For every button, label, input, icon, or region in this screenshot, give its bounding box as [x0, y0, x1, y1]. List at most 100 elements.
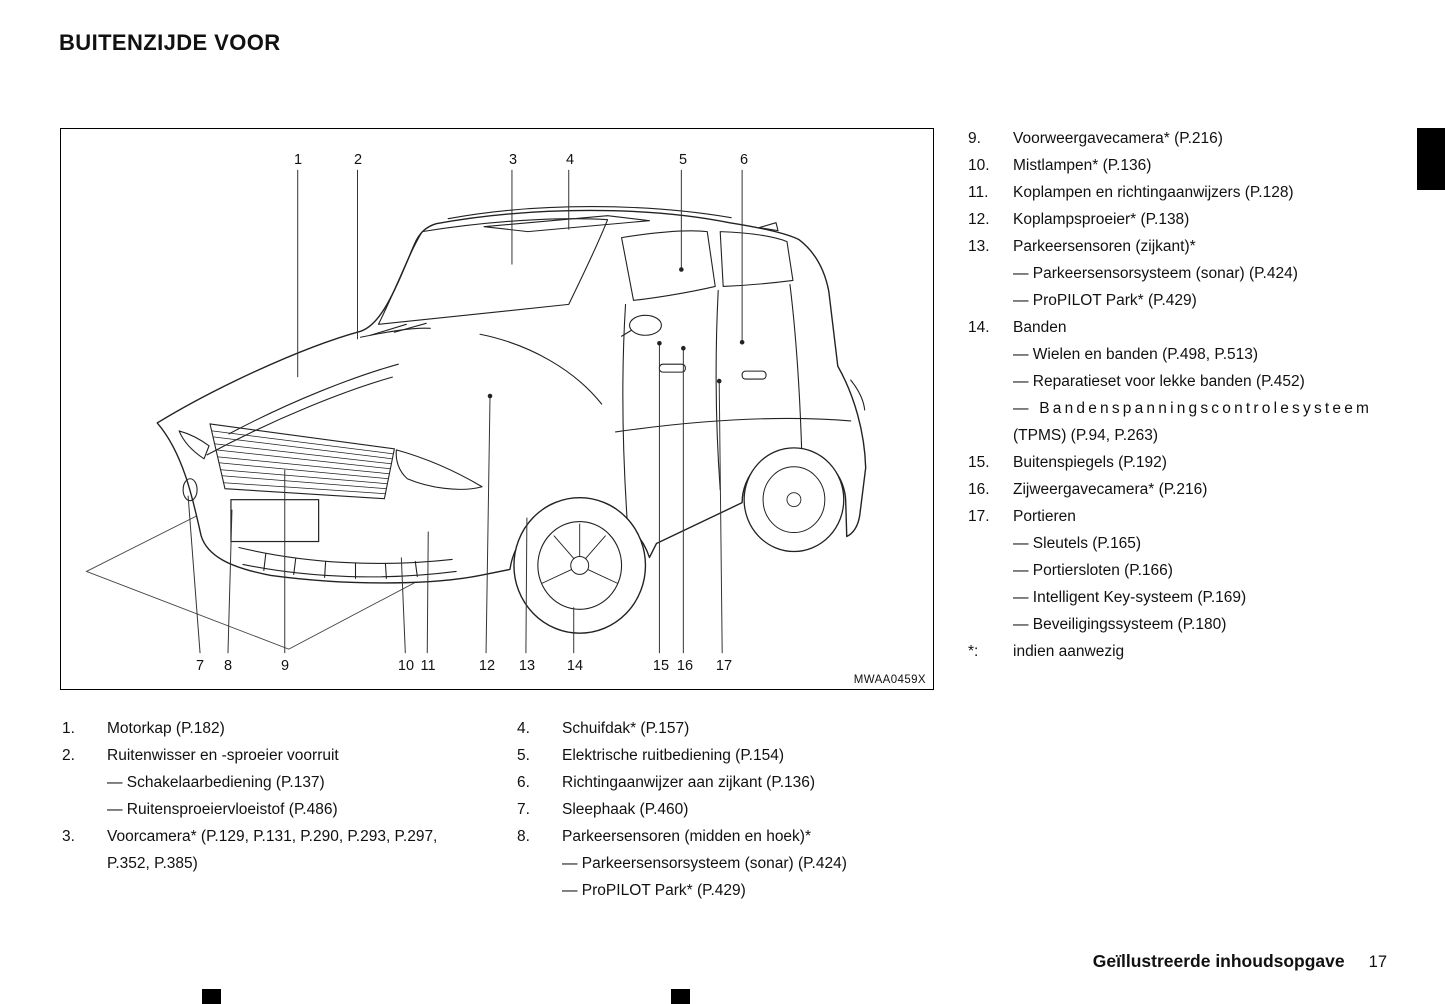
item-number: 10. [968, 157, 990, 174]
item-text: Banden [1013, 319, 1067, 336]
item-subtext: — Bandenspanningscontrolesysteem [1013, 400, 1373, 417]
legend-column-middle: 4. Schuifdak* (P.157) 5. Elektrische rui… [517, 715, 952, 904]
item-number: 11. [968, 184, 989, 201]
list-item: 2. Ruitenwisser en -sproeier voorruit — … [62, 742, 484, 823]
item-text: Sleephaak (P.460) [562, 801, 689, 818]
callout-14: 14 [566, 658, 584, 674]
item-text: Parkeersensoren (midden en hoek)* [562, 828, 811, 845]
rear-side-window [719, 231, 794, 287]
side-character-line [615, 417, 852, 433]
bumper-slats [263, 552, 418, 579]
item-subtext: — Reparatieset voor lekke banden (P.452) [1013, 373, 1305, 390]
callout-15: 15 [652, 658, 670, 674]
item-text: Koplampen en richtingaanwijzers (P.128) [1013, 184, 1294, 201]
exterior-front-figure: 1 2 3 4 5 6 7 8 9 10 11 12 13 14 15 16 1… [60, 128, 934, 690]
list-item: 5. Elektrische ruitbediening (P.154) [517, 742, 952, 769]
list-item: 9. Voorweergavecamera* (P.216) [968, 125, 1408, 152]
side-mirror [628, 314, 662, 336]
item-number: 5. [517, 747, 530, 764]
footnote-marker: *: [968, 643, 979, 660]
callout-10: 10 [397, 658, 415, 674]
list-item: 4. Schuifdak* (P.157) [517, 715, 952, 742]
list-item: 16. Zijweergavecamera* (P.216) [968, 476, 1408, 503]
list-item: 12. Koplampsproeier* (P.138) [968, 206, 1408, 233]
print-mark [202, 989, 221, 1004]
front-wheel [513, 496, 647, 634]
item-number: 16. [968, 481, 990, 498]
car-details [178, 206, 866, 579]
callout-8: 8 [223, 658, 233, 674]
item-number: 9. [968, 130, 981, 147]
page-footer: Geïllustreerde inhoudsopgave 17 [1093, 951, 1387, 972]
item-number: 6. [517, 774, 530, 791]
item-text: Buitenspiegels (P.192) [1013, 454, 1167, 471]
legend-column-left: 1. Motorkap (P.182) 2. Ruitenwisser en -… [62, 715, 484, 877]
callout-4: 4 [565, 152, 575, 168]
list-item: 13. Parkeersensoren (zijkant)* — Parkeer… [968, 233, 1408, 314]
car-body [156, 209, 867, 584]
item-number: 15. [968, 454, 990, 471]
car-illustration [85, 169, 867, 654]
headlight-right [395, 449, 483, 490]
footnote: *: indien aanwezig [968, 638, 1408, 665]
item-subtext: — ProPILOT Park* (P.429) [562, 882, 746, 899]
item-subtext: — Sleutels (P.165) [1013, 535, 1142, 552]
print-mark [671, 989, 690, 1004]
item-subtext: — Wielen en banden (P.498, P.513) [1013, 346, 1259, 363]
chapter-edge-tab [1417, 128, 1445, 190]
list-item: 6. Richtingaanwijzer aan zijkant (P.136) [517, 769, 952, 796]
item-number: 17. [968, 508, 990, 525]
windshield [377, 218, 609, 325]
list-item: 17. Portieren — Sleutels (P.165) — Porti… [968, 503, 1408, 638]
callout-13: 13 [518, 658, 536, 674]
item-text: Richtingaanwijzer aan zijkant (P.136) [562, 774, 816, 791]
callout-17: 17 [715, 658, 733, 674]
item-subtext: — Schakelaarbediening (P.137) [107, 774, 325, 791]
callout-16: 16 [676, 658, 694, 674]
item-number: 2. [62, 747, 75, 764]
rear-wheel [743, 447, 845, 553]
item-text: Portieren [1013, 508, 1076, 525]
rear-door-handle [741, 370, 767, 380]
callout-2: 2 [353, 152, 363, 168]
rear-door-seam [715, 289, 721, 491]
item-text: Koplampsproeier* (P.138) [1013, 211, 1190, 228]
item-number: 3. [62, 828, 75, 845]
sunroof [483, 215, 651, 233]
item-subtext: — Ruitensproeiervloeistof (P.486) [107, 801, 338, 818]
list-item: 10. Mistlampen* (P.136) [968, 152, 1408, 179]
item-number: 1. [62, 720, 75, 737]
item-text: Zijweergavecamera* (P.216) [1013, 481, 1208, 498]
list-item: 11. Koplampen en richtingaanwijzers (P.1… [968, 179, 1408, 206]
lower-bumper-line-1 [238, 546, 453, 564]
item-text: Ruitenwisser en -sproeier voorruit [107, 747, 339, 764]
item-text: Voorweergavecamera* (P.216) [1013, 130, 1223, 147]
fender-crease [479, 333, 603, 405]
item-number: 7. [517, 801, 530, 818]
item-text: Mistlampen* (P.136) [1013, 157, 1152, 174]
item-text: Motorkap (P.182) [107, 720, 225, 737]
quarter-seam [789, 283, 803, 459]
list-item: 3. Voorcamera* (P.129, P.131, P.290, P.2… [62, 823, 484, 877]
antenna-fin [758, 222, 779, 232]
list-item: 14. Banden — Wielen en banden (P.498, P.… [968, 314, 1408, 449]
list-item: 7. Sleephaak (P.460) [517, 796, 952, 823]
front-side-window [621, 230, 716, 301]
item-subtext: — Portiersloten (P.166) [1013, 562, 1173, 579]
wipers [369, 322, 427, 336]
item-number: 12. [968, 211, 990, 228]
headlight-left [178, 430, 210, 460]
item-text: Voorcamera* (P.129, P.131, P.290, P.293,… [107, 828, 438, 872]
item-subtext: — Parkeersensorsysteem (sonar) (P.424) [562, 855, 847, 872]
item-text: Elektrische ruitbediening (P.154) [562, 747, 785, 764]
page-title: BUITENZIJDE VOOR [59, 30, 281, 55]
callout-1: 1 [293, 152, 303, 168]
item-subtext: (TPMS) (P.94, P.263) [1013, 427, 1159, 444]
item-subtext: — Beveiligingssysteem (P.180) [1013, 616, 1227, 633]
fog-lamp [182, 478, 198, 502]
item-subtext: — ProPILOT Park* (P.429) [1013, 292, 1197, 309]
front-door-seam [622, 303, 629, 527]
item-subtext: — Intelligent Key-systeem (P.169) [1013, 589, 1247, 606]
footer-chapter-label: Geïllustreerde inhoudsopgave [1092, 951, 1345, 971]
grille [209, 423, 396, 500]
